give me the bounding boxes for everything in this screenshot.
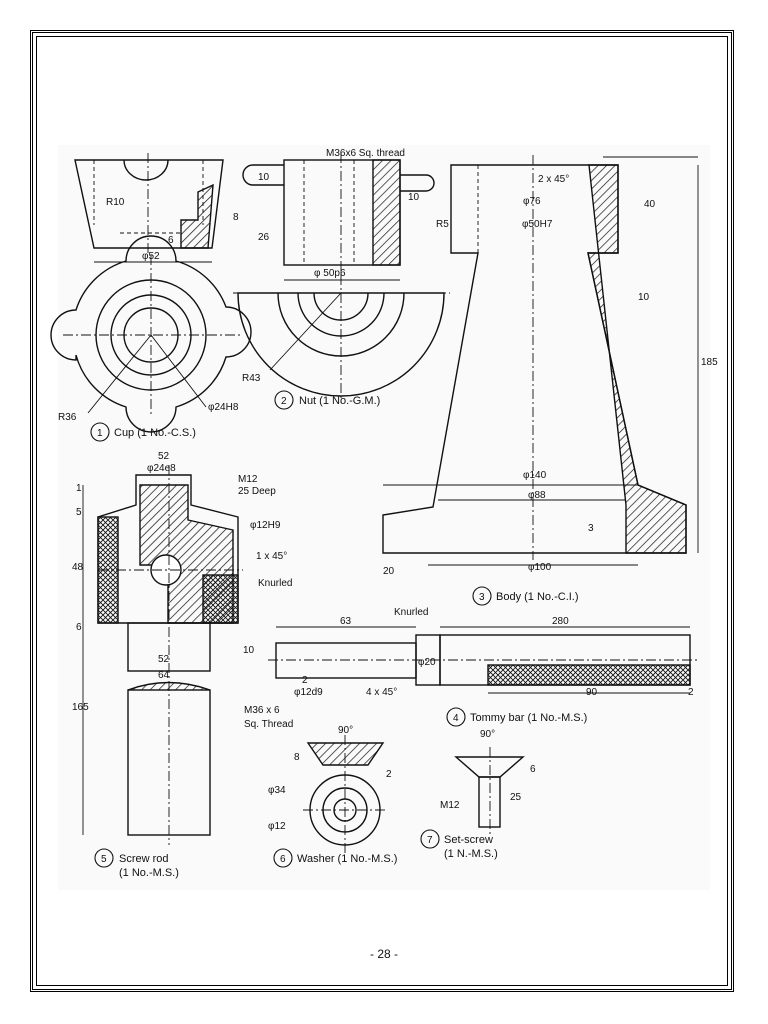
page-inner-border <box>36 36 728 986</box>
nut-dim-10b: 10 <box>408 192 420 203</box>
cup-part-number: 1 <box>97 428 103 439</box>
setscrew-dim-90: 90° <box>480 729 495 740</box>
tommy-dim-2a: 2 <box>302 675 308 686</box>
nut-dim-thread: M36x6 Sq. thread <box>326 148 405 159</box>
tommy-part-number: 4 <box>453 713 459 724</box>
body-dim-40: 40 <box>644 199 656 210</box>
body-dim-d76: φ76 <box>523 196 541 207</box>
tommy-title: Tommy bar (1 No.-M.S.) <box>470 712 587 724</box>
body-dim-10: 10 <box>638 292 650 303</box>
cup-dim-6: 6 <box>168 235 174 246</box>
tommy-dim-d20: φ20 <box>418 657 436 668</box>
cup-front-view <box>74 153 224 263</box>
setscrew-dim-6: 6 <box>530 764 536 775</box>
nut-dim-26: 26 <box>258 232 270 243</box>
setscrew-dim-25: 25 <box>510 792 522 803</box>
tommy-bar-view <box>268 626 698 694</box>
setscrew-title-line1: Set-screw <box>444 834 493 846</box>
cup-dim-8: 8 <box>233 212 239 223</box>
nut-dim-d50p6: φ 50p6 <box>314 268 346 279</box>
body-dim-185: 185 <box>701 357 718 368</box>
cup-dim-d52: φ52 <box>142 251 160 262</box>
screw-dim-165: 165 <box>72 702 89 713</box>
body-dim-2x45: 2 x 45° <box>538 174 569 185</box>
screw-title-line1: Screw rod <box>119 853 169 865</box>
tommy-dim-280: 280 <box>552 616 569 627</box>
screw-dim-52: 52 <box>158 451 170 462</box>
body-dim-3: 3 <box>588 523 594 534</box>
nut-part-number: 2 <box>281 396 287 407</box>
cup-dim-r10: R10 <box>106 197 125 208</box>
tommy-dim-4x45: 4 x 45° <box>366 687 397 698</box>
screw-dim-64: 64 <box>158 670 170 681</box>
body-dim-20: 20 <box>383 566 395 577</box>
cup-dim-d24h8: φ24H8 <box>208 402 239 413</box>
screw-title-line2: (1 No.-M.S.) <box>119 867 179 879</box>
screw-dim-knurled: Knurled <box>258 578 292 589</box>
washer-dim-d12: φ12 <box>268 821 286 832</box>
nut-dim-10a: 10 <box>258 172 270 183</box>
screw-dim-m36x6: M36 x 6 <box>244 705 280 716</box>
screw-dim-5: 5 <box>76 507 82 518</box>
body-dim-d50h7: φ50H7 <box>522 219 553 230</box>
set-screw-view <box>454 747 525 835</box>
page-border <box>30 30 734 992</box>
washer-dim-d34: φ34 <box>268 785 286 796</box>
body-dim-d88: φ88 <box>528 490 546 501</box>
screw-dim-6: 6 <box>76 622 82 633</box>
body-sectional-view <box>382 155 699 566</box>
nut-top-view <box>233 275 450 403</box>
body-title: Body (1 No.-C.I.) <box>496 591 579 603</box>
screw-dim-sqthread: Sq. Thread <box>244 719 293 730</box>
screw-dim-d12h9: φ12H9 <box>250 520 281 531</box>
tommy-dim-2b: 2 <box>688 687 694 698</box>
nut-dim-r5: R5 <box>436 219 449 230</box>
tommy-dim-knurled: Knurled <box>394 607 428 618</box>
setscrew-dim-m12: M12 <box>440 800 460 811</box>
body-dim-d140: φ140 <box>523 470 547 481</box>
screw-dim-1: 1 <box>76 483 82 494</box>
setscrew-part-number: 7 <box>427 835 433 846</box>
washer-dim-90: 90° <box>338 725 353 736</box>
screw-dim-48: 48 <box>72 562 84 573</box>
screw-dim-m12: M12 <box>238 474 258 485</box>
body-part-number: 3 <box>479 592 485 603</box>
washer-title: Washer (1 No.-M.S.) <box>297 853 397 865</box>
nut-dim-r43: R43 <box>242 373 261 384</box>
washer-views <box>303 735 388 853</box>
screw-part-number: 5 <box>101 854 107 865</box>
nut-front-view <box>242 153 435 281</box>
cup-title: Cup (1 No.-C.S.) <box>114 427 196 439</box>
tommy-dim-d12d9: φ12d9 <box>294 687 323 698</box>
washer-dim-2: 2 <box>386 769 392 780</box>
screw-dim-10: 10 <box>243 645 255 656</box>
machine-drawing: R10 8 6 φ52 R36 φ24H8 1 Cup (1 No.-C.S.)… <box>50 145 718 890</box>
screw-dim-52b: 52 <box>158 654 170 665</box>
setscrew-title-line2: (1 N.-M.S.) <box>444 848 498 860</box>
cup-top-view <box>50 235 252 433</box>
washer-dim-8: 8 <box>294 752 300 763</box>
page-number: - 28 - <box>369 947 398 961</box>
screw-dim-d24e8: φ24e8 <box>147 463 176 474</box>
cup-dim-r36: R36 <box>58 412 77 423</box>
body-dim-d100: φ100 <box>528 562 552 573</box>
tommy-dim-63: 63 <box>340 616 352 627</box>
nut-title: Nut (1 No.-G.M.) <box>299 395 380 407</box>
screw-rod-sectional-view <box>82 465 243 845</box>
screw-dim-25deep: 25 Deep <box>238 486 276 497</box>
screw-dim-1x45: 1 x 45° <box>256 551 287 562</box>
tommy-dim-90: 90 <box>586 687 598 698</box>
washer-part-number: 6 <box>280 854 286 865</box>
